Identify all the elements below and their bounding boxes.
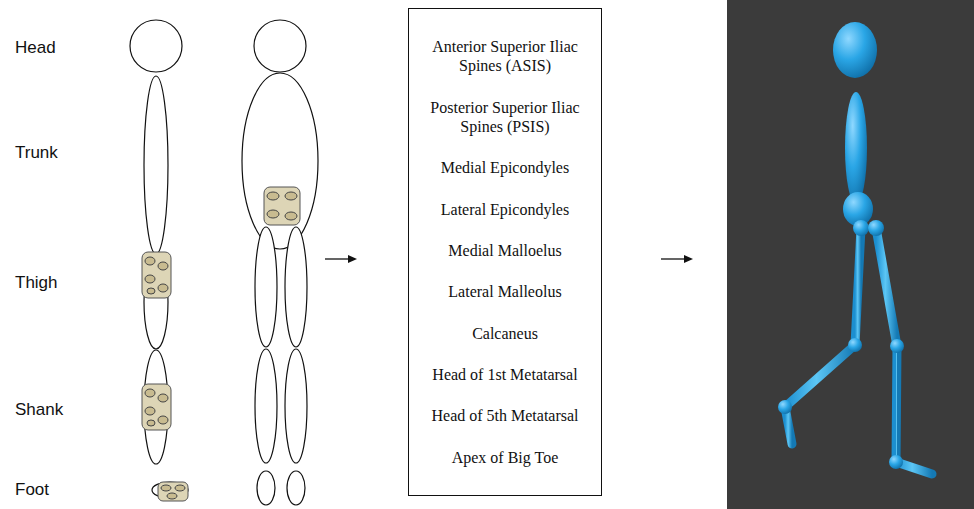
landmark-name: Head of 5th Metatarsal [431, 406, 578, 426]
landmark-name: Lateral Malleolus [448, 282, 561, 302]
landmark-name: Calcaneus [472, 324, 538, 344]
landmark-name: Apex of Big Toe [452, 448, 559, 468]
landmark-name: Lateral Epicondyles [441, 200, 569, 220]
landmark-name: Posterior Superior Iliac Spines (PSIS) [423, 98, 587, 137]
segment-label: Head [15, 38, 56, 58]
segment-label: Thigh [15, 273, 58, 293]
segment-label: Foot [15, 480, 49, 500]
segment-label: Trunk [15, 143, 58, 163]
landmark-list-box: Anterior Superior Iliac Spines (ASIS) Pos… [408, 8, 602, 496]
landmark-name: Head of 1st Metatarsal [432, 365, 577, 385]
landmark-name: Medial Epicondyles [441, 158, 569, 178]
landmark-name: Anterior Superior Iliac Spines (ASIS) [423, 37, 587, 76]
landmark-name: Medial Malloelus [448, 241, 561, 261]
segment-label: Shank [15, 400, 63, 420]
